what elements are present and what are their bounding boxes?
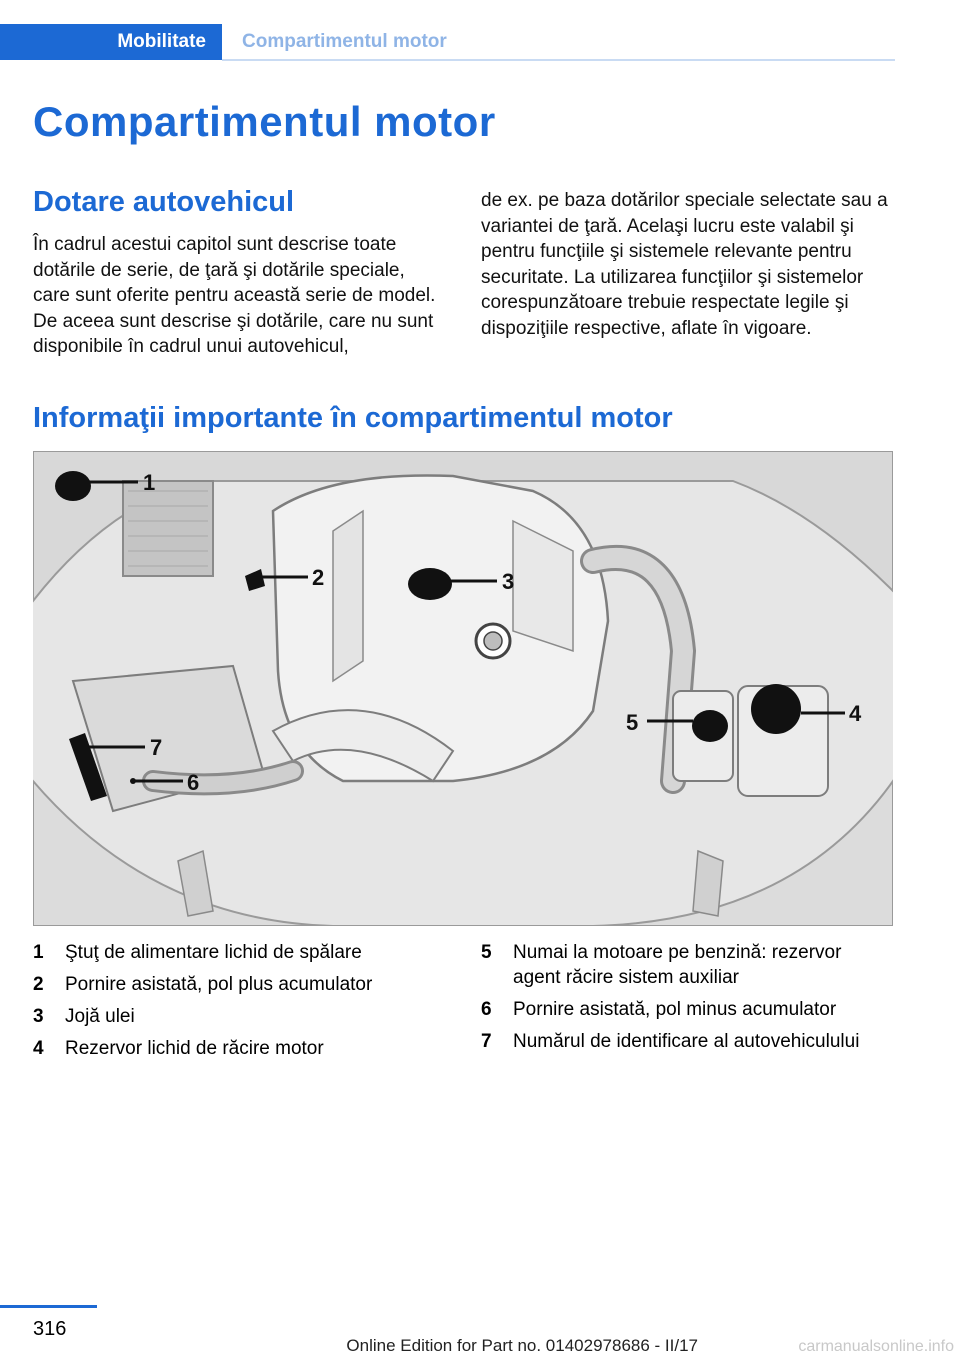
section-title-informatii: Informaţii importante în compartimentul … [33, 402, 673, 434]
tab-mobilitate[interactable]: Mobilitate [0, 24, 222, 60]
legend-number: 4 [33, 1038, 44, 1059]
legend-item: 5 Numai la motoare pe benzină: rezervor … [481, 940, 891, 990]
legend-text: Pornire asistată, pol plus acumulator [65, 974, 373, 995]
header-divider [222, 59, 895, 61]
legend-number: 2 [33, 974, 44, 995]
legend-number: 1 [33, 942, 44, 963]
legend-number: 3 [33, 1006, 44, 1027]
section-title-dotare: Dotare autovehicul [33, 186, 295, 218]
page-title: Compartimentul motor [33, 98, 496, 145]
watermark: carmanualsonline.info [798, 1338, 954, 1355]
legend-number: 7 [481, 1031, 492, 1052]
legend-text: Numai la motoare pe benzină: rezervor ag… [513, 942, 842, 988]
tab-compartimentul-motor[interactable]: Compartimentul motor [242, 31, 447, 52]
header-tabs: Mobilitate Compartimentul motor [0, 0, 895, 62]
page-number: 316 [33, 1318, 67, 1340]
legend-item: 6 Pornire asistată, pol minus acumulator [481, 997, 891, 1022]
legend-item: 7 Numărul de identificare al autovehicul… [481, 1029, 891, 1054]
tab-mobilitate-label: Mobilitate [117, 31, 206, 52]
legend-text: Rezervor lichid de răcire motor [65, 1038, 324, 1059]
engine-compartment-illustration: 1 2 3 4 5 6 7 [33, 451, 893, 926]
callout-7: 7 [150, 735, 162, 760]
legend-number: 6 [481, 999, 492, 1020]
footer-accent-line [0, 1305, 97, 1308]
callout-4: 4 [849, 701, 862, 726]
legend-text: Ştuţ de alimentare lichid de spălare [65, 942, 362, 963]
intro-text-col1: În cadrul acestui capitol sunt descrise … [33, 234, 436, 357]
legend-number: 5 [481, 942, 492, 963]
legend-item: 3 Jojă ulei [33, 1004, 443, 1029]
legend-text: Jojă ulei [65, 1006, 135, 1027]
callout-5: 5 [626, 710, 638, 735]
legend-item: 2 Pornire asistată, pol plus acumulator [33, 972, 443, 997]
callout-3: 3 [502, 569, 514, 594]
legend-text: Pornire asistată, pol minus acumulator [513, 999, 837, 1020]
legend-item: 4 Rezervor lichid de răcire motor [33, 1036, 443, 1061]
legend-text: Numărul de identificare al autovehiculul… [513, 1031, 860, 1052]
callout-1: 1 [143, 470, 155, 495]
legend-left: 1 Ştuţ de alimentare lichid de spălare 2… [33, 940, 443, 1068]
legend-item: 1 Ştuţ de alimentare lichid de spălare [33, 940, 443, 965]
legend-right: 5 Numai la motoare pe benzină: rezervor … [481, 940, 891, 1061]
intro-text-col2: de ex. pe baza dotărilor speciale select… [481, 190, 888, 339]
callout-2: 2 [312, 565, 324, 590]
callout-6: 6 [187, 770, 199, 795]
edition-info: Online Edition for Part no. 01402978686 … [346, 1336, 698, 1355]
